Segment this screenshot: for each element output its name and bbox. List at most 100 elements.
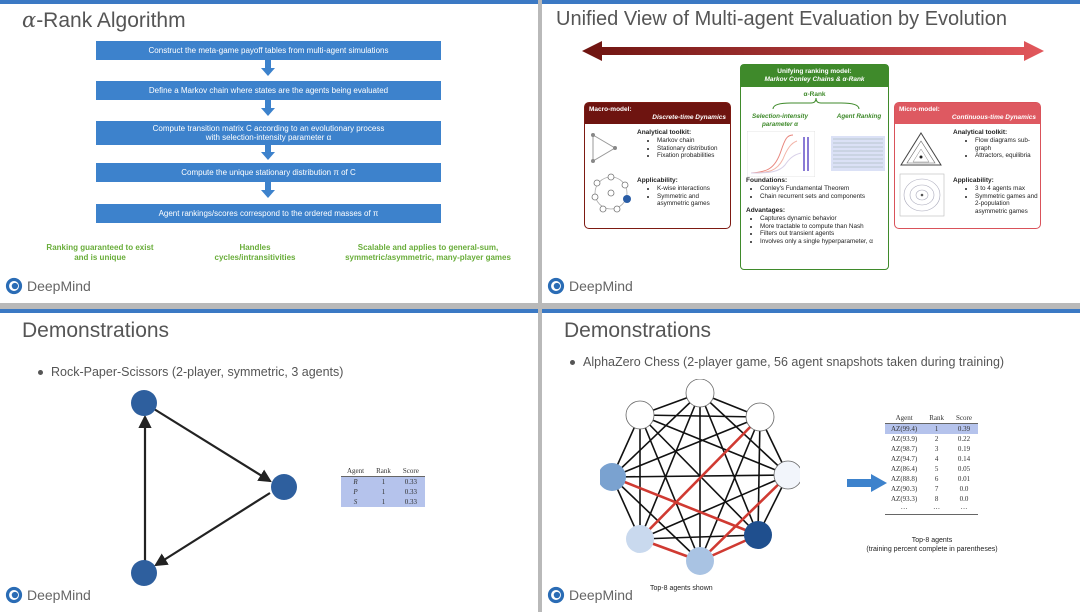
micro-header: Micro-model: Continuous-time Dynamics: [895, 103, 1040, 124]
advantages-title: Advantages:: [746, 207, 786, 214]
node-p: [271, 474, 297, 500]
arrow-down-icon: [261, 144, 275, 160]
slide-demo-rps: Demonstrations Rock-Paper-Scissors (2-pl…: [0, 309, 538, 612]
demo-bullet-text: Rock-Paper-Scissors (2-player, symmetric…: [51, 365, 344, 379]
slide-demo-chess: Demonstrations AlphaZero Chess (2-player…: [542, 309, 1080, 612]
simplex-flow-diagram: [900, 132, 942, 166]
slide-title: Demonstrations: [564, 319, 712, 342]
list-item: Stationary distribution: [657, 145, 729, 153]
unify-header: Unifying ranking model: Markov Conley Ch…: [741, 65, 888, 87]
graph-caption: Top-8 agents shown: [650, 585, 713, 592]
arrow-right-icon: [847, 474, 887, 492]
macro-model-box: Macro-model: Discrete-time Dynamics Anal…: [584, 102, 731, 229]
col-score: Score: [956, 414, 972, 422]
slide-unified-view: Unified View of Multi-agent Evaluation b…: [542, 0, 1080, 303]
flow-step-2: Define a Markov chain where states are t…: [96, 81, 441, 100]
table-caption-subtitle: (training percent complete in parenthese…: [866, 546, 998, 553]
brand-name: DeepMind: [27, 278, 91, 294]
deepmind-logo-icon: [547, 586, 565, 604]
micro-toolkit: Analytical toolkit: Flow diagrams sub-gr…: [953, 129, 1039, 160]
list-item: Markov chain: [657, 137, 729, 145]
unify-header-title: Unifying ranking model:: [777, 68, 852, 75]
deepmind-brand: DeepMind: [5, 277, 91, 295]
node-r: [131, 390, 157, 416]
unify-header-subtitle: Markov Conley Chains & α-Rank: [764, 76, 865, 83]
list-item: Involves only a single hyperparameter, α: [760, 238, 886, 246]
alpha-symbol: α: [22, 8, 37, 32]
unifying-model-box: Unifying ranking model: Markov Conley Ch…: [740, 64, 889, 270]
micro-applicability: Applicability: 3 to 4 agents max Symmetr…: [953, 177, 1039, 215]
brand-name: DeepMind: [569, 587, 633, 603]
col-rank: Rank: [376, 467, 391, 475]
deepmind-logo-icon: [547, 277, 565, 295]
list-item: Fixation probabilities: [657, 152, 729, 160]
macro-applicability: Applicability: K-wise interactions Symme…: [637, 177, 729, 208]
agent-ranking-label: Agent Ranking: [836, 113, 882, 120]
deepmind-logo-icon: [5, 586, 23, 604]
advantages-list: Captures dynamic behavior More tractable…: [746, 215, 886, 245]
col-score: Score: [402, 467, 419, 475]
arrow-down-icon: [261, 182, 275, 198]
macro-header: Macro-model: Discrete-time Dynamics: [585, 103, 730, 124]
markov-chain-diagram: [591, 133, 617, 163]
macro-toolkit-list: Markov chain Stationary distribution Fix…: [637, 137, 729, 160]
flow-step-3: Compute transition matrix C according to…: [96, 121, 441, 145]
list-item: Chain recurrent sets and components: [760, 193, 886, 201]
cycle-graph-diagram: [591, 173, 631, 213]
table-caption: Top-8 agents (training percent complete …: [842, 536, 1022, 554]
table-row: ·········: [885, 504, 978, 515]
deepmind-brand: DeepMind: [547, 277, 633, 295]
macro-toolkit: Analytical toolkit: Markov chain Station…: [637, 129, 729, 160]
demo-bullet: Rock-Paper-Scissors (2-player, symmetric…: [38, 365, 343, 379]
unify-advantages: Advantages: Captures dynamic behavior Mo…: [746, 207, 886, 245]
selection-intensity-label: Selection-intensity parameter α: [752, 113, 808, 128]
micro-header-subtitle: Continuous-time Dynamics: [951, 114, 1036, 121]
table-caption-title: Top-8 agents: [911, 537, 953, 544]
note-scalable: Scalable and applies to general-sum, sym…: [345, 243, 511, 262]
note-handles-cycles: Handles cycles/intransitivities: [214, 243, 296, 262]
list-item: Filters out transient agents: [760, 230, 886, 238]
list-item: Captures dynamic behavior: [760, 215, 886, 223]
slide-top-bar: [0, 0, 538, 4]
flow-step-5: Agent rankings/scores correspond to the …: [96, 204, 441, 223]
slide-alpha-rank: α-Rank Algorithm Construct the meta-game…: [0, 0, 538, 303]
macro-header-title: Macro-model:: [589, 106, 632, 113]
macro-toolkit-title: Analytical toolkit:: [637, 129, 692, 136]
slide-title: Unified View of Multi-agent Evaluation b…: [556, 8, 1007, 30]
micro-model-box: Micro-model: Continuous-time Dynamics An…: [894, 102, 1041, 229]
col-rank: Rank: [929, 414, 945, 422]
note-ranking-unique: Ranking guaranteed to exist and is uniqu…: [46, 243, 154, 262]
flow-step-4: Compute the unique stationary distributi…: [96, 163, 441, 182]
macro-applic-list: K-wise interactions Symmetric and asymme…: [637, 185, 729, 208]
double-arrow-icon: [582, 41, 1044, 61]
deepmind-logo-icon: [5, 277, 23, 295]
slide-title: α-Rank Algorithm: [22, 8, 186, 33]
slide-top-bar: [542, 0, 1080, 4]
list-item: Attractors, equilibria: [975, 152, 1039, 160]
micro-applic-title: Applicability:: [953, 177, 994, 184]
list-item: K-wise interactions: [657, 185, 729, 193]
arrow-down-icon: [261, 60, 275, 76]
flow-step-1: Construct the meta-game payoff tables fr…: [96, 41, 441, 60]
arrow-down-icon: [261, 100, 275, 116]
slide-title: Demonstrations: [22, 319, 170, 342]
deepmind-brand: DeepMind: [5, 586, 91, 604]
brand-name: DeepMind: [27, 587, 91, 603]
demo-bullet-text: AlphaZero Chess (2-player game, 56 agent…: [583, 355, 1005, 369]
list-item: More tractable to compute than Nash: [760, 223, 886, 231]
bullet-dot: [570, 360, 575, 366]
brace-icon: [772, 97, 860, 110]
macro-applic-title: Applicability:: [637, 177, 678, 184]
alpha-sweep-plot: [747, 131, 815, 177]
